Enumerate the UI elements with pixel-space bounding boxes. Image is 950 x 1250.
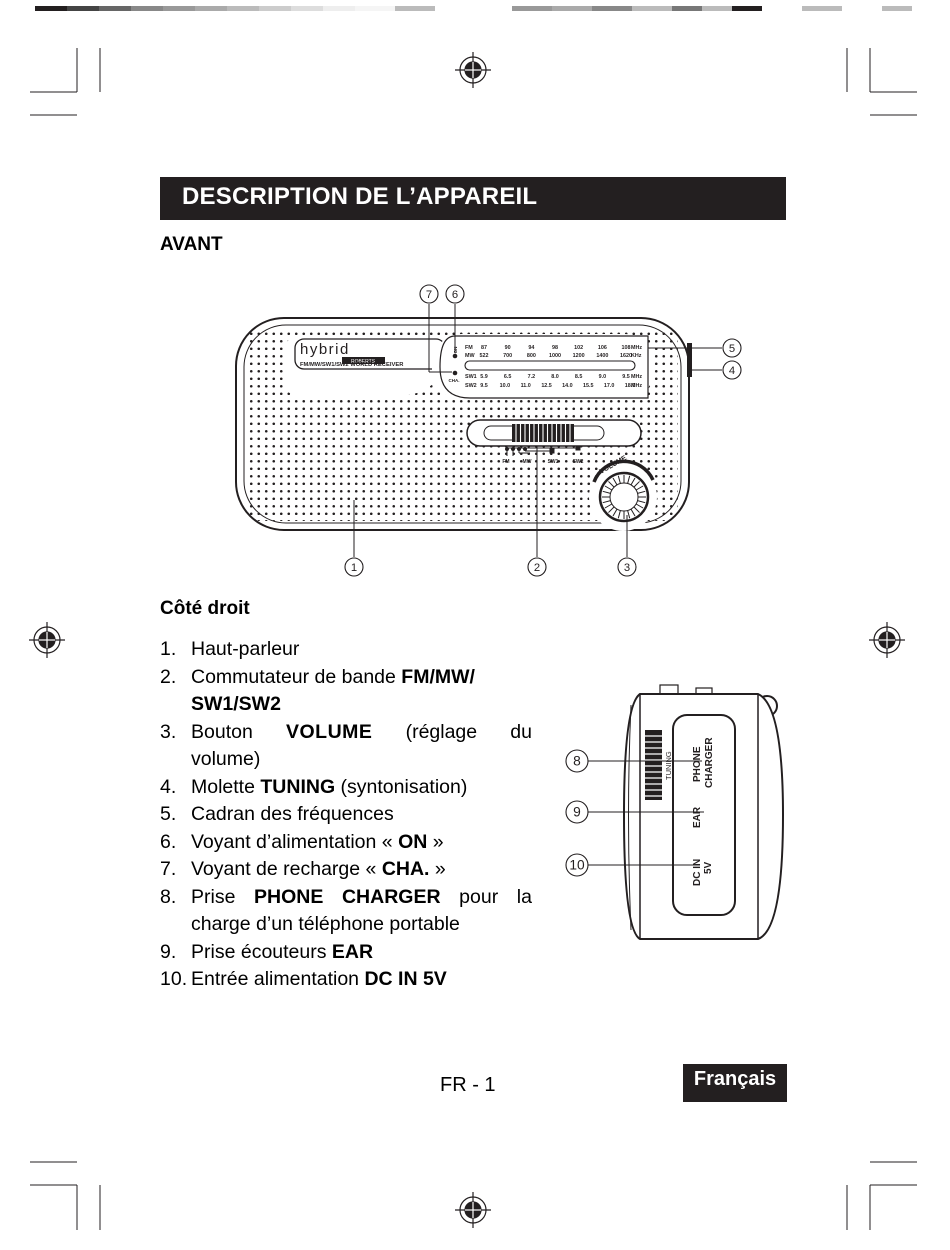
dial-value: 1200 xyxy=(573,353,585,359)
dial-value: 14.0 xyxy=(562,383,573,389)
list-item: 1.Haut-parleur xyxy=(160,638,300,660)
callout-number: 4 xyxy=(729,365,735,377)
dial-value: 800 xyxy=(527,353,536,359)
brand-sub: ROBERTS xyxy=(351,359,376,365)
tuning-label: TUNING xyxy=(664,751,673,780)
dial-value: 1000 xyxy=(549,353,561,359)
dial-value: 108 xyxy=(622,345,631,351)
callout-number: 6 xyxy=(452,289,458,301)
front-view-heading: AVANT xyxy=(160,234,223,255)
list-item: 9. Prise écouteurs EAR xyxy=(160,940,374,963)
callout-circle xyxy=(722,338,742,358)
dial-value: 9.0 xyxy=(599,374,607,380)
indicator-cha-label: CHA. xyxy=(449,378,460,383)
parts-list: 1.Haut-parleur 2. Commutateur de bande F… xyxy=(160,636,532,994)
dial-value: 15.5 xyxy=(583,383,594,389)
dial-value: 94 xyxy=(528,345,534,351)
language-badge xyxy=(683,1064,787,1102)
dial-unit: MHz xyxy=(631,374,642,380)
band-label-sw2: SW2 xyxy=(573,459,584,465)
phone-charger-label-2: CHARGER xyxy=(704,737,715,788)
dial-value: 522 xyxy=(480,353,489,359)
dial-value: 8.5 xyxy=(575,374,583,380)
callout-circle xyxy=(445,284,465,304)
dial-value: 7.2 xyxy=(528,374,536,380)
callout-circle xyxy=(419,284,439,304)
dial-value: 12.5 xyxy=(541,383,552,389)
phone-charger-label-1: PHONE xyxy=(692,746,703,782)
dial-band-label: SW2 xyxy=(465,383,477,389)
list-item: 10. Entrée alimentation DC IN 5V xyxy=(160,968,447,990)
dial-value: 106 xyxy=(598,345,607,351)
dial-band-label: FM xyxy=(465,345,473,351)
band-label-sw1: SW1 xyxy=(548,459,559,465)
callout-number: 8 xyxy=(573,754,581,769)
dial-value: 87 xyxy=(481,345,487,351)
callout-circle xyxy=(527,557,547,577)
band-label-mw: MW xyxy=(523,459,532,465)
dc-in-label-1: DC IN xyxy=(692,859,703,886)
dial-value: 90 xyxy=(505,345,511,351)
side-callouts: 8 9 10 xyxy=(565,749,589,877)
dial-value: 102 xyxy=(574,345,583,351)
list-item: 7. Voyant de recharge « CHA. » xyxy=(160,858,446,880)
language-label: Français xyxy=(693,1068,777,1090)
dial-value: 1620 xyxy=(620,353,632,359)
callout-circle xyxy=(344,557,364,577)
callout-circle xyxy=(565,800,589,824)
model-line: FM/MW/SW1/SW2 WORLD RECEIVER xyxy=(300,362,404,368)
band-label-fm: FM xyxy=(502,459,509,465)
callout-number: 7 xyxy=(426,289,432,301)
dial-unit: KHz xyxy=(631,353,642,359)
radio-side-illustration: TUNING PHONE CHARGER EAR DC IN 5V 8 9 10 xyxy=(565,684,785,940)
page-number: FR - 1 xyxy=(440,1074,496,1096)
dial-value: 98 xyxy=(552,345,558,351)
callout-number: 3 xyxy=(624,562,630,574)
side-view-heading: Côté droit xyxy=(160,598,250,619)
callout-number: 1 xyxy=(351,562,357,574)
callout-number: 10 xyxy=(569,858,585,873)
radio-front-illustration: hybrid ROBERTS FM/MW/SW1/SW2 WORLD RECEI… xyxy=(235,284,742,577)
callout-number: 9 xyxy=(573,805,581,820)
dial-unit: MHz xyxy=(631,383,642,389)
dial-value: 8.0 xyxy=(551,374,559,380)
callout-number: 5 xyxy=(729,343,735,355)
dial-value: 5.9 xyxy=(480,374,488,380)
callout-number: 2 xyxy=(534,562,540,574)
dial-value: 9.5 xyxy=(480,383,488,389)
callout-circle xyxy=(722,360,742,380)
dial-value: 1400 xyxy=(596,353,608,359)
ear-label: EAR xyxy=(692,806,703,828)
list-item: 2. Commutateur de bande FM/MW/SW1/SW2 xyxy=(160,665,475,716)
dial-value: 6.5 xyxy=(504,374,512,380)
title-bar xyxy=(160,177,786,220)
front-callouts: 7 6 5 4 1 2 3 xyxy=(344,284,742,577)
callout-circle xyxy=(617,557,637,577)
dial-value: 10.0 xyxy=(500,383,511,389)
dial-value: 700 xyxy=(503,353,512,359)
dial-band-label: MW xyxy=(465,353,475,359)
dial-value: 11.0 xyxy=(521,383,531,389)
dial-value: 17.0 xyxy=(604,383,615,389)
dc-in-label-2: 5V xyxy=(703,861,714,874)
dial-band-label: SW1 xyxy=(465,374,477,380)
page-title: DESCRIPTION DE L’APPAREIL xyxy=(182,183,538,210)
list-item: 4. Molette TUNING (syntonisation) xyxy=(160,775,468,798)
dial-value: 9.5 xyxy=(622,374,630,380)
callout-circle xyxy=(565,749,589,773)
callout-circle xyxy=(565,853,589,877)
list-item: 6. Voyant d’alimentation « ON » xyxy=(160,830,444,853)
brand-logo: hybrid xyxy=(300,341,350,358)
list-item: 5.Cadran des fréquences xyxy=(160,803,394,825)
dial-unit: MHz xyxy=(631,345,642,351)
dial-value: 18.0 xyxy=(625,383,636,389)
